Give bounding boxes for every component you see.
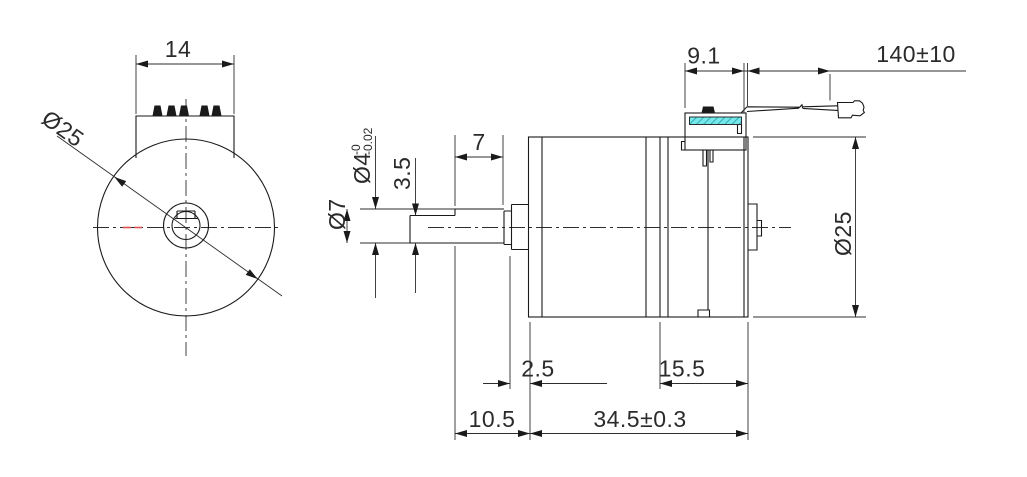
terminal-block-foot: [680, 140, 685, 151]
dim-bottom-row: 2.5 15.5 10.5 34.5±0.3: [454, 246, 749, 440]
dim-text-shaft-diameter: Ø4: [349, 152, 375, 184]
terminal-pins-side: [702, 150, 714, 167]
lead-wire: [740, 100, 866, 119]
pcb-strip: [689, 116, 742, 125]
shaft-extension-lines: [360, 208, 504, 244]
dim-text-boss-length: 2.5: [521, 356, 554, 382]
dim-text-front-width: 14: [165, 36, 192, 62]
dim-text-front-diameter: Ø25: [37, 105, 89, 152]
dim-body-diameter: Ø25: [753, 136, 866, 318]
dim-text-terminal-width: 9.1: [687, 43, 720, 69]
dim-shaft-diameter: Ø4 -0 -0.02: [349, 127, 379, 298]
terminal-block-front: [135, 115, 235, 158]
rear-bump: [748, 203, 763, 251]
terminal-pins-front: [152, 105, 222, 116]
dim-text-body-length: 34.5±0.3: [593, 406, 686, 432]
dim-flat-height: 3.5: [389, 157, 419, 293]
terminal-slot: [736, 124, 743, 135]
side-view: 9.1 140±10 7 Ø4 -0 -0.02 3.5: [324, 41, 966, 440]
shaft-washer-step: [503, 210, 512, 246]
dim-text-flat-height: 3.5: [389, 157, 415, 190]
output-shaft: [409, 203, 529, 251]
terminal-block-side: [680, 106, 747, 167]
dim-terminal-and-lead: 9.1 140±10: [684, 41, 966, 113]
front-view: 14 Ø25: [37, 36, 283, 356]
motor-body-circle: [96, 138, 276, 317]
front-boss: [510, 203, 529, 251]
dim-text-shaft-tol-upper: -0: [349, 144, 363, 155]
bearing-bezel-circle: [162, 202, 210, 249]
terminal-lug: [701, 106, 715, 113]
dim-text-body-diameter: Ø25: [830, 211, 856, 256]
rear-pin-line: [697, 150, 711, 317]
dim-text-lead-length: 140±10: [876, 41, 956, 67]
dim-hub-diameter: Ø7: [324, 198, 351, 243]
dim-front-width: 14: [135, 36, 235, 114]
dim-text-front-section: 10.5: [469, 406, 516, 432]
dim-text-hub-diameter: Ø7: [324, 198, 350, 230]
connector-plug: [836, 100, 866, 119]
shaft-flat-keyway: [175, 210, 198, 220]
motor-body-side: [527, 136, 763, 318]
dim-front-diameter: Ø25: [37, 105, 283, 297]
dim-text-shaft-exposed: 7: [472, 129, 485, 155]
dim-text-shaft-tol-lower: -0.02: [361, 127, 375, 155]
dim-shaft-exposed: 7: [454, 129, 504, 206]
dim-text-rear-section: 15.5: [659, 356, 706, 382]
